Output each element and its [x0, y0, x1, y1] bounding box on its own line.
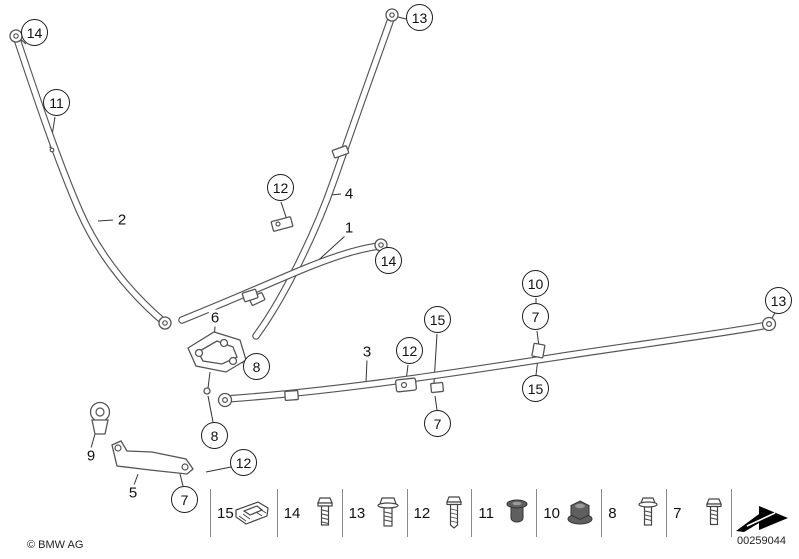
legend-ref-8: 8 [608, 504, 617, 522]
strut-part-4 [248, 8, 399, 340]
hex-screw-washer-icon [638, 497, 658, 526]
legend-ref-14: 14 [283, 504, 301, 522]
bracket-part-6 [187, 331, 247, 395]
legend-item-10: 10 [536, 489, 601, 537]
callout-13-a[interactable]: 13 [406, 4, 433, 31]
callout-8-a[interactable]: 8 [243, 353, 270, 380]
hex-bolt-icon [376, 497, 399, 527]
callout-12-b[interactable]: 12 [396, 337, 423, 364]
legend-ref-11: 11 [478, 504, 494, 522]
callout-7-c[interactable]: 7 [171, 486, 198, 513]
grommet-icon [506, 499, 528, 523]
buffer-part-9 [89, 401, 111, 435]
legend-ref-13: 13 [348, 504, 366, 522]
clip-nut-icon [235, 501, 269, 525]
legend-item-12: 12 [406, 489, 472, 537]
legend-ref-10: 10 [543, 504, 560, 522]
legend-item-14: 14 [276, 489, 342, 537]
callout-15-a[interactable]: 15 [424, 306, 451, 333]
legend-ref-7: 7 [673, 504, 682, 522]
callout-12-c[interactable]: 12 [230, 449, 257, 476]
strut-part-2 [9, 29, 172, 330]
strut-part-3 [217, 316, 777, 408]
callout-10[interactable]: 10 [522, 270, 549, 297]
legend-item-8: 8 [601, 489, 666, 537]
callout-11[interactable]: 11 [43, 89, 70, 116]
callout-13-b[interactable]: 13 [765, 287, 792, 314]
hex-screw-icon [316, 497, 333, 526]
part-label-9[interactable]: 9 [84, 447, 98, 465]
callout-14-b[interactable]: 14 [375, 247, 402, 274]
bracket-part-5 [111, 440, 194, 475]
part-label-4[interactable]: 4 [342, 185, 356, 203]
callout-15-b[interactable]: 15 [522, 375, 549, 402]
legend-ref-12: 12 [413, 504, 431, 522]
callout-8-b[interactable]: 8 [201, 422, 228, 449]
copyright-text: © BMW AG [27, 539, 84, 551]
legend-ref-15: 15 [217, 504, 234, 522]
document-number: 00259044 [737, 535, 786, 547]
callout-7-b[interactable]: 7 [424, 410, 451, 437]
legend-item-15: 15 [210, 489, 277, 537]
strut-part-1 [178, 238, 388, 324]
part-label-2[interactable]: 2 [115, 211, 129, 229]
callout-7-a[interactable]: 7 [522, 303, 549, 330]
part-label-3[interactable]: 3 [360, 343, 374, 361]
fastener-legend: 15 14 13 [210, 489, 733, 537]
callout-14-a[interactable]: 14 [21, 19, 48, 46]
legend-item-13: 13 [341, 489, 407, 537]
part-label-1[interactable]: 1 [342, 219, 356, 237]
legend-item-11: 11 [471, 489, 536, 537]
hex-screw-small-icon [706, 498, 722, 526]
flange-nut-icon [567, 500, 593, 525]
callout-12-a[interactable]: 12 [267, 174, 294, 201]
forward-arrow-icon [735, 502, 791, 532]
legend-item-7: 7 [666, 489, 733, 537]
part-label-6[interactable]: 6 [208, 309, 222, 327]
hex-bolt-long-icon [446, 496, 463, 529]
part-label-5[interactable]: 5 [126, 484, 140, 502]
